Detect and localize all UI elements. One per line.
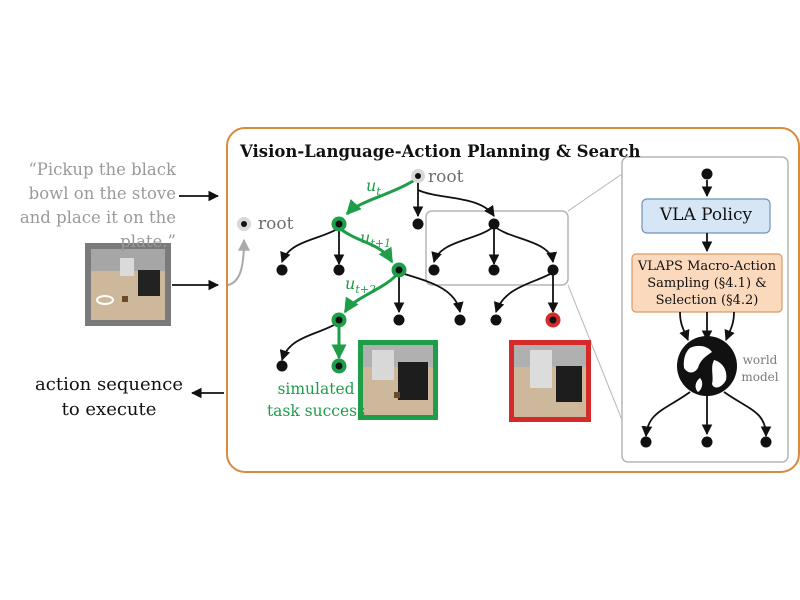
success-label: simulated task success bbox=[266, 380, 366, 420]
panel-title: Vision-Language-Action Planning & Search bbox=[240, 142, 641, 161]
instruction-text: “Pickup the black bowl on the stove and … bbox=[19, 160, 176, 251]
u-t-label: ut bbox=[366, 176, 381, 199]
action-sequence-label: action sequence to execute bbox=[35, 374, 183, 420]
root-left-arrow bbox=[227, 238, 250, 286]
success-path bbox=[331, 176, 419, 360]
planning-panel bbox=[226, 127, 800, 473]
vla-policy-label: VLA Policy bbox=[659, 205, 753, 225]
macro-action-label: VLAPS Macro-Action Sampling (§4.1) & Sel… bbox=[637, 259, 777, 308]
inset-panel bbox=[621, 156, 789, 463]
robot-scene-success bbox=[358, 340, 438, 420]
robot-scene-failure bbox=[509, 340, 591, 422]
root-top-label: root bbox=[428, 167, 464, 187]
u-t1-label: ut+1 bbox=[360, 228, 391, 251]
vla-policy-box bbox=[641, 198, 771, 234]
robot-scene-input bbox=[85, 243, 171, 326]
globe-icon bbox=[677, 336, 737, 396]
u-t2-label: ut+2 bbox=[345, 274, 376, 297]
tree-edges bbox=[279, 178, 559, 362]
expansion-box bbox=[425, 210, 569, 286]
world-model-label: world model bbox=[741, 353, 779, 384]
success-nodes bbox=[331, 216, 407, 374]
root-left-label: root bbox=[258, 214, 294, 234]
tree-nodes bbox=[276, 218, 559, 372]
